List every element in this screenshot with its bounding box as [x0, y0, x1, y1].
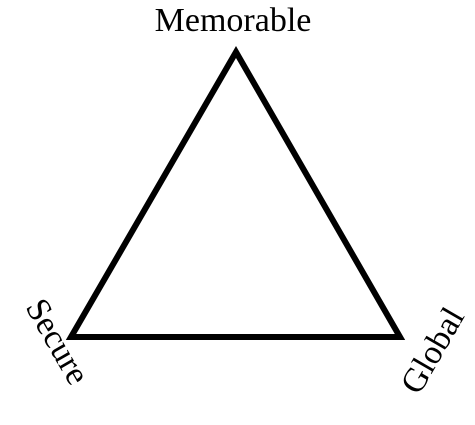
- vertex-label-left: Secure: [18, 292, 96, 391]
- vertex-label-top: Memorable: [155, 2, 312, 39]
- triangle-shape: [65, 45, 406, 340]
- vertex-label-right: Global: [394, 301, 472, 400]
